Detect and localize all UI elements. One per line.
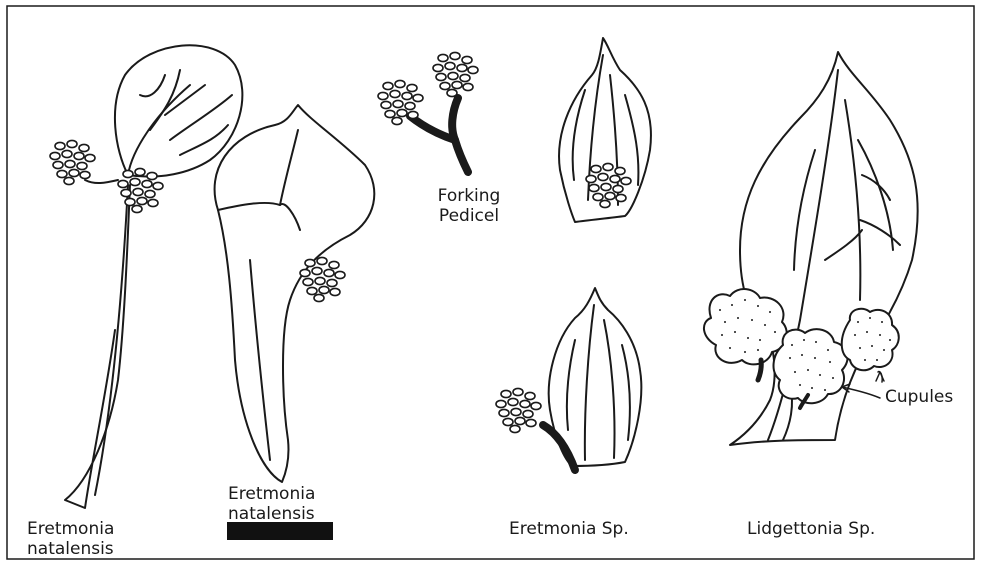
label-cupules: Cupules: [885, 387, 953, 407]
eretmonia-natalensis-drawing-2: [215, 105, 375, 482]
eretmonia-sp-drawing-upper: [559, 38, 651, 222]
label-line: Eretmonia: [27, 519, 114, 539]
label-lidgettonia-sp: Lidgettonia Sp.: [747, 519, 875, 539]
eretmonia-sp-drawing-lower: [496, 288, 641, 470]
eretmonia-natalensis-drawing-1: [50, 45, 242, 508]
label-line: natalensis: [228, 504, 315, 524]
scale-bar: [227, 522, 333, 540]
label-line: Forking: [425, 186, 513, 206]
label-line: natalensis: [27, 539, 114, 559]
label-eretmonia-natalensis-2: Eretmonia natalensis: [228, 484, 315, 524]
label-eretmonia-sp: Eretmonia Sp.: [509, 519, 629, 539]
label-eretmonia-natalensis-1: Eretmonia natalensis: [27, 519, 114, 559]
frame-border: [7, 6, 974, 559]
forking-pedicel-drawing: [378, 52, 478, 172]
label-forking-pedicel: Forking Pedicel: [425, 186, 513, 226]
label-line: Pedicel: [425, 206, 513, 226]
label-line: Eretmonia: [228, 484, 315, 504]
